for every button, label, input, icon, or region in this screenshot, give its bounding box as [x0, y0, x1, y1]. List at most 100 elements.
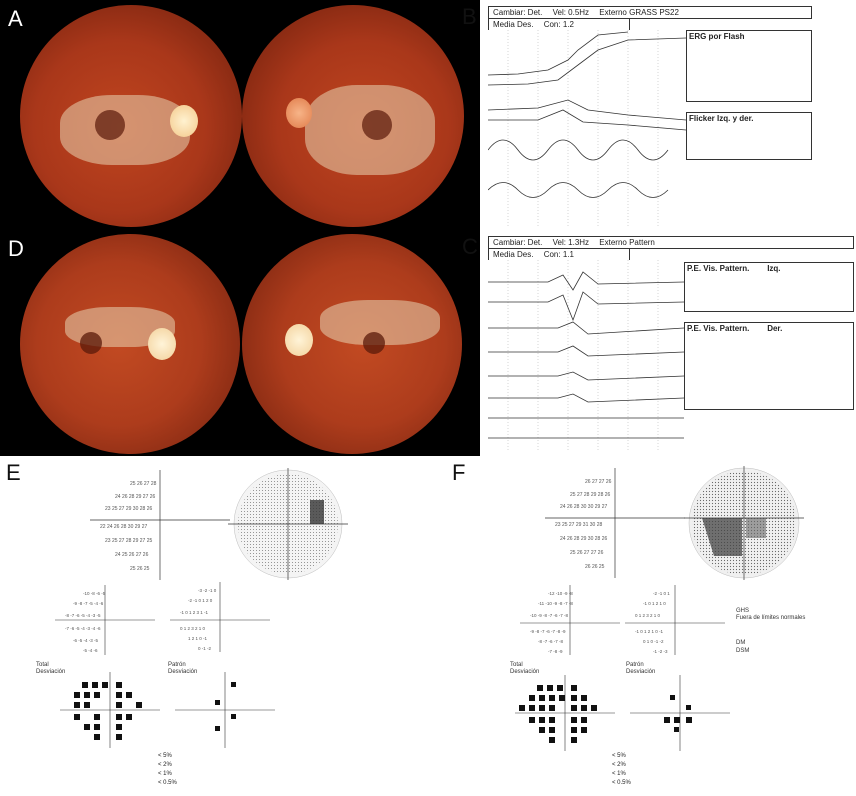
panel-label-a: A: [8, 6, 23, 31]
legend-item: < 2%: [612, 762, 626, 768]
svg-text:-2 -1 0 1: -2 -1 0 1: [653, 591, 670, 596]
vf-f-total-dev-prob: [515, 675, 615, 751]
table-title-text: P.E. Vis. Pattern.: [687, 324, 750, 333]
legend-item: < 1%: [612, 771, 626, 777]
vf-f-total-dev-values: -12 -10 -9 -8-11 -10 -9 -8 -7 -8 -10 -9 …: [520, 585, 620, 655]
table-title-text: P.E. Vis. Pattern.: [687, 264, 750, 273]
erg-pattern-traces: [488, 260, 684, 452]
svg-text:-10 -9 -8 -7 -6 -7 -8: -10 -9 -8 -7 -6 -7 -8: [530, 613, 569, 618]
label-line: Total: [36, 662, 49, 668]
erg-flash-table: ERG por Flash: [686, 30, 812, 102]
svg-text:-9 -8 -7 -5 -4 -6: -9 -8 -7 -5 -4 -6: [73, 601, 104, 606]
svg-text:23 25 27 28 29 27 25: 23 25 27 28 29 27 25: [105, 538, 152, 544]
svg-text:-2 -1 0 1 2 0: -2 -1 0 1 2 0: [188, 598, 213, 603]
table-title: P.E. Vis. Pattern. Izq.: [685, 263, 853, 274]
ghs-text: Fuera de límites normales: [736, 615, 806, 622]
vf-e-threshold-grid: 25 26 27 28 24 26 28 29 27 26 23 25 27 29…: [90, 470, 230, 580]
label-line: Desviación: [36, 669, 66, 676]
svg-text:0 1 0 -1 -2: 0 1 0 -1 -2: [643, 639, 664, 644]
vf-f-pattern-dev-values: -2 -1 0 1 -1 0 1 2 1 0 0 1 2 3 2 1 0 -1 0 …: [625, 585, 725, 655]
optic-disc: [148, 328, 176, 360]
table-side: Der.: [767, 324, 783, 333]
svg-text:0 -1 -2: 0 -1 -2: [198, 646, 212, 651]
label-line: Desviación: [626, 669, 656, 676]
svg-text:22 24 26 28 30 29 27: 22 24 26 28 30 29 27: [100, 524, 147, 530]
svg-text:1 2 1 0 -1: 1 2 1 0 -1: [188, 636, 208, 641]
total-deviation-label: Total Desviación: [36, 662, 65, 676]
svg-text:0 1 2 3 2 1 0: 0 1 2 3 2 1 0: [635, 613, 661, 618]
svg-text:-3 -2 -1 0: -3 -2 -1 0: [198, 588, 217, 593]
svg-text:-11 -10 -9 -8 -7 -8: -11 -10 -9 -8 -7 -8: [538, 601, 573, 606]
svg-text:25 26 27 27 26: 25 26 27 27 26: [570, 550, 604, 556]
svg-text:23 25 27 29 31 30 28: 23 25 27 29 31 30 28: [555, 522, 602, 528]
optic-disc: [285, 324, 313, 356]
optic-disc: [170, 105, 198, 137]
vep-left-table: P.E. Vis. Pattern. Izq.: [684, 262, 854, 312]
fovea: [363, 332, 385, 354]
svg-text:24 26 28 30 30 29 27: 24 26 28 30 30 29 27: [560, 504, 607, 510]
vf-e-total-dev-prob: [60, 672, 160, 748]
legend-item: < 5%: [612, 753, 626, 759]
header-cell: Vel: 1.3Hz: [552, 238, 590, 247]
svg-text:24 26 28 29 30 28 26: 24 26 28 29 30 28 26: [560, 536, 607, 542]
header-cell: Vel: 0.5Hz: [552, 8, 590, 17]
svg-text:-8 -7 -6 -7 -8: -8 -7 -6 -7 -8: [538, 639, 564, 644]
header-cell: Externo Pattern: [599, 238, 655, 247]
fundus-panel-a: A: [0, 0, 480, 232]
header-cell: Media Des.: [493, 20, 534, 29]
panel-label-f: F: [452, 460, 466, 485]
probability-legend: < 5% < 2% < 1% < 0.5%: [612, 752, 631, 788]
legend-item: < 0.5%: [158, 780, 177, 786]
legend-item: < 0.5%: [612, 780, 631, 786]
erg-pattern-header-1: Cambiar: Det. Vel: 1.3Hz Externo Pattern: [488, 236, 854, 249]
erg-pattern-trace-area: [488, 260, 684, 452]
total-deviation-label: Total Desviación: [510, 662, 539, 676]
ghs-label: GHS Fuera de límites normales DM DSM: [736, 608, 805, 655]
svg-text:-8 -7 -6 -5 -4 -3 -5: -8 -7 -6 -5 -4 -3 -5: [65, 613, 101, 618]
svg-text:-1 0 1 2 1 0: -1 0 1 2 1 0: [643, 601, 666, 606]
vf-e-greyscale: [228, 468, 348, 580]
svg-text:26 27 27 26: 26 27 27 26: [585, 479, 612, 485]
psd-label: DSM: [736, 647, 750, 654]
label-line: Desviación: [168, 669, 198, 676]
svg-text:-7 -6 -5 -4 -3 -4 -6: -7 -6 -5 -4 -3 -4 -6: [65, 626, 101, 631]
md-label: DM: [736, 640, 746, 647]
fovea: [362, 110, 392, 140]
erg-flash-trace-area: [488, 30, 686, 228]
svg-text:23 25 27 29 30 28 26: 23 25 27 29 30 28 26: [105, 506, 152, 512]
label-line: Total: [510, 662, 523, 668]
svg-text:-7 -8 -9: -7 -8 -9: [548, 649, 563, 654]
ghs-title: GHS: [736, 608, 750, 614]
label-line: Patrón: [626, 662, 644, 668]
svg-text:26 26 25: 26 26 25: [585, 564, 605, 570]
header-cell: Media Des.: [493, 250, 534, 259]
pattern-deviation-label: Patrón Desviación: [626, 662, 655, 676]
panel-label-e: E: [6, 460, 21, 485]
vf-f-greyscale: [684, 466, 804, 580]
svg-text:-1 -2 -3: -1 -2 -3: [653, 649, 668, 654]
vf-e-total-dev-values: -10 -8 -6 -5 -9 -8 -7 -5 -4 -6 -8 -7 -6 -…: [55, 585, 155, 655]
panel-label-d: D: [8, 236, 24, 261]
svg-text:24 25 26 27 26: 24 25 26 27 26: [115, 552, 149, 558]
header-cell: Externo GRASS PS22: [599, 8, 679, 17]
fovea: [80, 332, 102, 354]
label-line: Patrón: [168, 662, 186, 668]
svg-text:-10 -8 -6 -5: -10 -8 -6 -5: [83, 591, 106, 596]
header-cell: Cambiar: Det.: [493, 8, 543, 17]
vf-e-pattern-dev-prob: [175, 672, 275, 748]
vf-e-pattern-dev-values: -3 -2 -1 0 -2 -1 0 1 2 0 -1 0 1 2 3 1 -1 0…: [170, 582, 270, 652]
table-title: Flicker Izq. y der.: [689, 114, 754, 123]
fundus-panel-d: D: [0, 232, 480, 456]
svg-text:-1 0 1 2 3 1 -1: -1 0 1 2 3 1 -1: [180, 610, 209, 615]
table-title: P.E. Vis. Pattern. Der.: [685, 323, 853, 334]
vep-right-table: P.E. Vis. Pattern. Der.: [684, 322, 854, 410]
scar-lesion: [60, 95, 190, 165]
header-cell: Con: 1.1: [543, 250, 574, 259]
svg-text:-5 -4 -6: -5 -4 -6: [83, 648, 98, 653]
svg-text:25 26 27 28: 25 26 27 28: [130, 481, 157, 487]
svg-text:-1 0 1 2 1 0 -1: -1 0 1 2 1 0 -1: [635, 629, 664, 634]
svg-text:-6 -5 -4 -3 -5: -6 -5 -4 -3 -5: [73, 638, 99, 643]
erg-flicker-table: Flicker Izq. y der.: [686, 112, 812, 160]
svg-text:24 26 28 29 27 26: 24 26 28 29 27 26: [115, 494, 156, 500]
